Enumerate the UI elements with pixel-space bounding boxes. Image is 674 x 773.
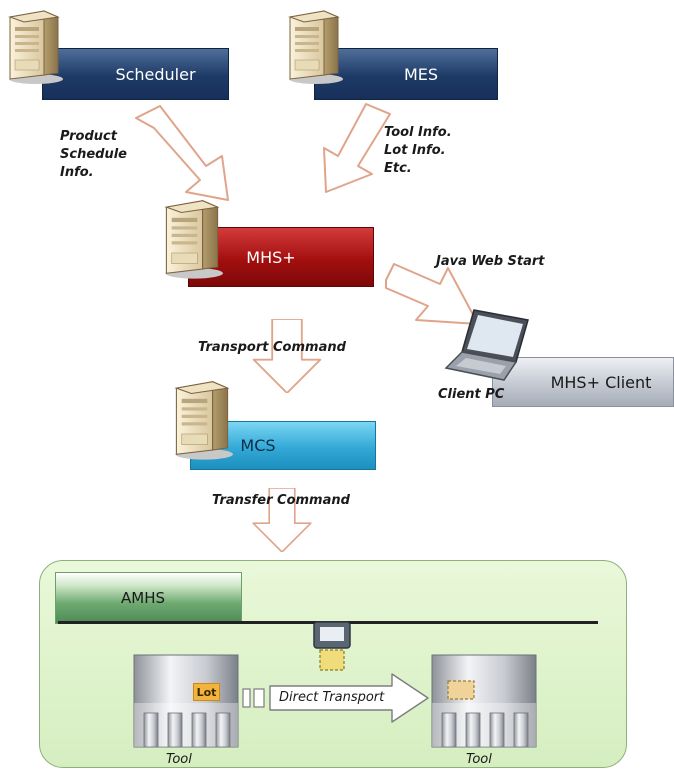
mhs-label: MHS+ [246, 247, 296, 267]
mhs-client-label: MHS+ Client [550, 372, 652, 392]
direct-transport-arrow [242, 673, 429, 723]
amhs-bar: AMHS [55, 572, 242, 624]
direct-transport-label: Direct Transport [279, 690, 385, 705]
block-arrow-icon [135, 105, 229, 201]
tool-icon [133, 654, 239, 748]
mes-info-line-2: Lot Info. [384, 143, 446, 158]
transport-command-label: Transport Command [198, 340, 346, 355]
mhs-client-box: MHS+ Client [492, 357, 674, 407]
mes-info-line-3: Etc. [384, 161, 412, 176]
mes-info-line-1: Tool Info. [384, 125, 452, 140]
server-icon [284, 2, 344, 88]
tool-label-left: Tool [166, 752, 192, 767]
server-icon [160, 190, 224, 284]
server-icon [170, 372, 234, 464]
mes-box: MES [314, 48, 498, 100]
tool-icon [431, 654, 537, 748]
mes-info-label: Tool Info. Lot Info. Etc. [384, 124, 452, 178]
mes-label: MES [403, 64, 439, 84]
product-schedule-line-1: Product [60, 129, 117, 144]
transfer-command-label: Transfer Command [212, 493, 350, 508]
scheduler-label: Scheduler [115, 64, 196, 84]
lot-badge: Lot [193, 683, 220, 701]
tool-label-right: Tool [466, 752, 492, 767]
amhs-label: AMHS [121, 589, 166, 607]
block-arrow-icon [323, 103, 391, 193]
java-web-start-label: Java Web Start [436, 254, 545, 269]
client-pc-label: Client PC [438, 387, 505, 402]
vehicle-icon [313, 621, 351, 671]
mhs-box: MHS+ [188, 227, 374, 287]
product-schedule-label: Product Schedule Info. [60, 128, 127, 182]
laptop-icon [444, 309, 529, 381]
server-icon [4, 2, 64, 88]
mcs-label: MCS [240, 436, 276, 455]
product-schedule-line-3: Info. [60, 165, 94, 180]
product-schedule-line-2: Schedule [60, 147, 127, 162]
scheduler-box: Scheduler [42, 48, 229, 100]
